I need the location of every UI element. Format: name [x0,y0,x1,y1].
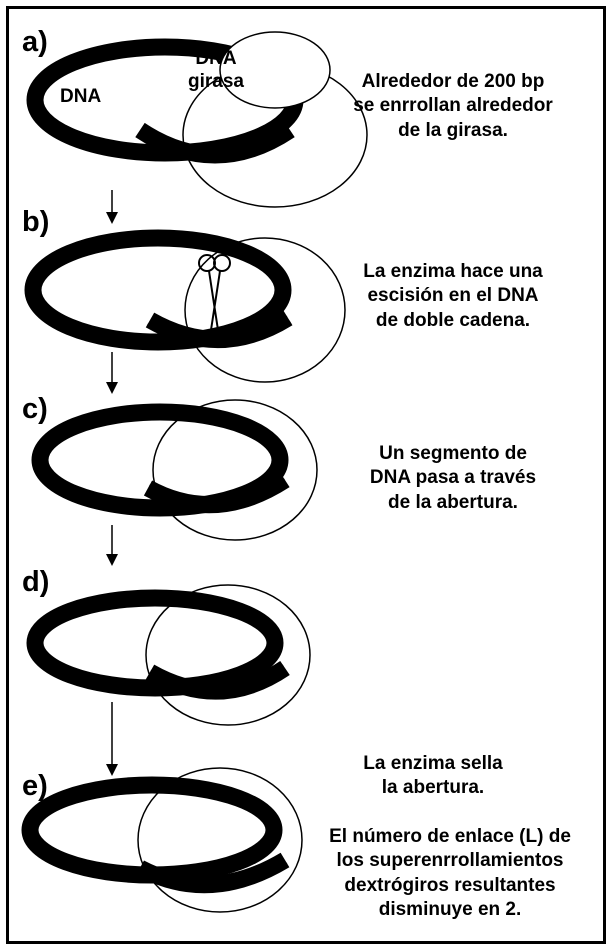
step-b-illustration [33,238,345,382]
step-c-illustration [40,400,317,540]
step-caption: La enzima hace una escisión en el DNA de… [308,260,598,333]
step-label: b) [22,208,49,237]
step-label: e) [22,772,48,801]
dna-label: DNA [60,86,101,109]
step-label: c) [22,395,48,424]
step-caption: La enzima sella la abertura. [298,752,568,801]
gyrase-label: DNA girasa [188,48,244,94]
step-label: d) [22,568,49,597]
step-d-illustration [35,585,310,725]
step-caption: Un segmento de DNA pasa a través de la a… [308,442,598,515]
step-label: a) [22,28,48,57]
step-caption: Alrededor de 200 bp se enrrollan alreded… [308,70,598,143]
step-e-illustration [30,768,302,912]
final-note: El número de enlace (L) de los superenrr… [300,825,600,922]
